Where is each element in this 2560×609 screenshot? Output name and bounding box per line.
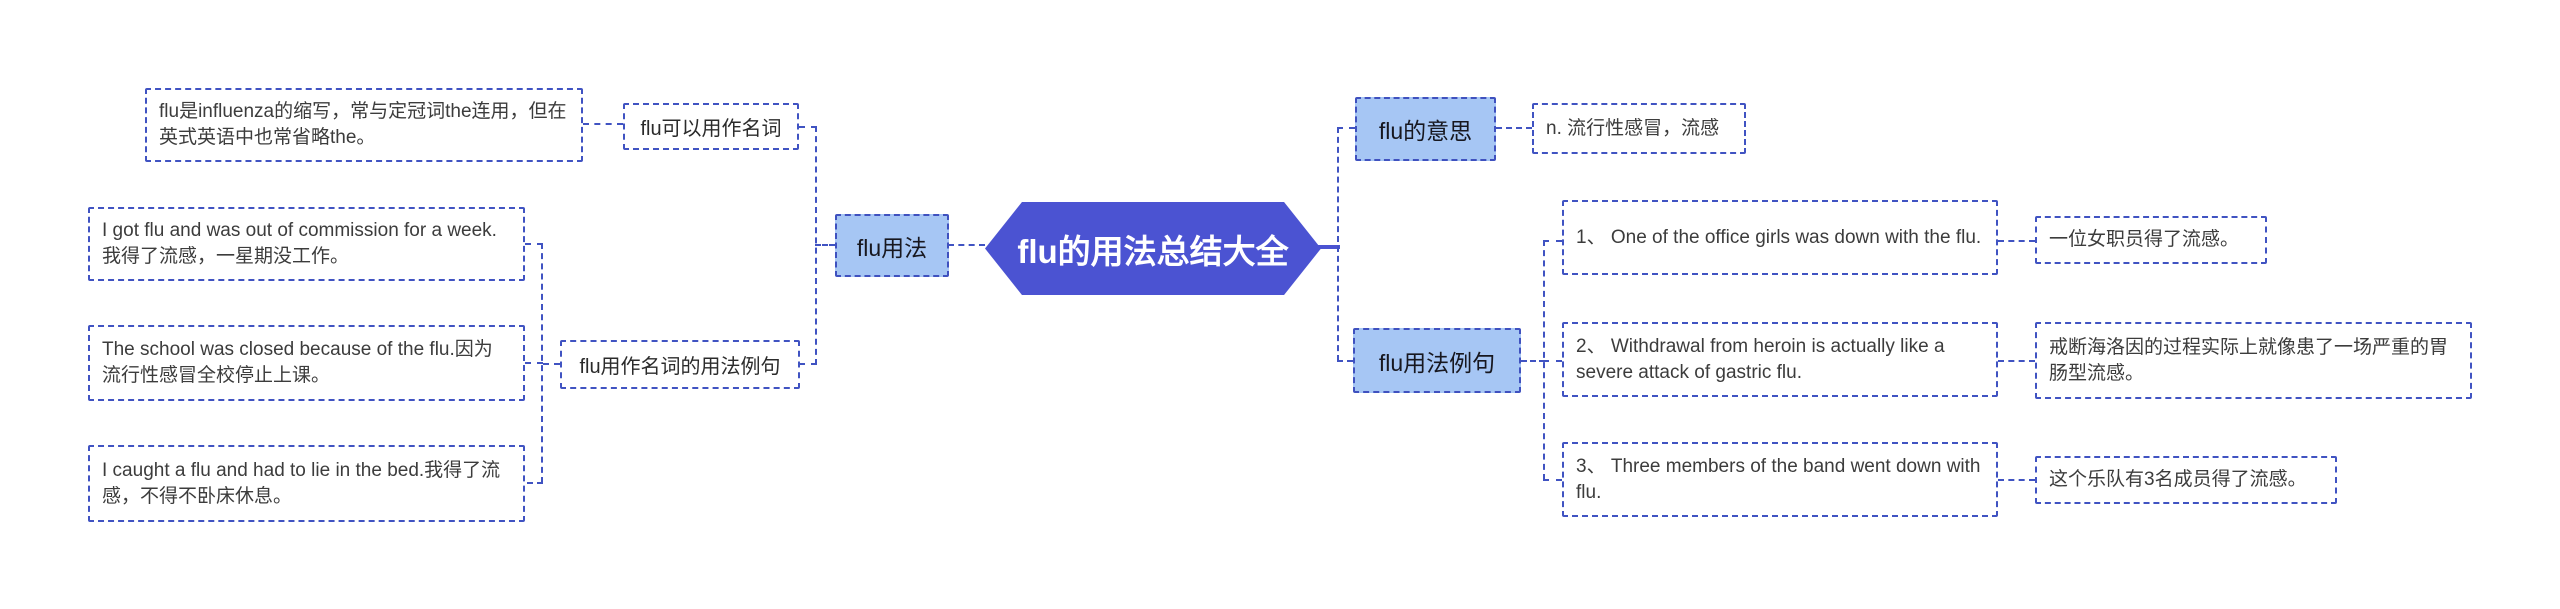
example-left-2[interactable]: The school was closed because of the flu…	[88, 325, 525, 401]
node-noun-usage-examples[interactable]: flu用作名词的用法例句	[560, 340, 800, 389]
connector-examplesnode-stub-right	[799, 363, 817, 365]
node-flu-usage-examples[interactable]: flu用法例句	[1353, 328, 1521, 393]
connector-to-example-right-3	[1543, 479, 1562, 481]
connector-to-example-left-3	[527, 482, 543, 484]
node-flu-as-noun[interactable]: flu可以用作名词	[623, 103, 799, 150]
connector-note-to-noun	[583, 123, 623, 125]
connector-usage-examples-stub	[1521, 360, 1545, 362]
connector-ex3-to-translation	[1998, 479, 2035, 481]
note-flu-abbreviation[interactable]: flu是influenza的缩写，常与定冠词the连用，但在英式英语中也常省略t…	[145, 88, 583, 162]
connector-examplesnode-stub-left	[543, 363, 560, 365]
example-right-3-zh[interactable]: 这个乐队有3名成员得了流感。	[2035, 456, 2337, 504]
connector-ex1-to-translation	[1998, 240, 2035, 242]
connector-meaning-to-definition	[1496, 127, 1532, 129]
connector-noun-stub	[799, 126, 817, 128]
connector-to-example-right-1	[1543, 240, 1562, 242]
connector-right-trunk	[1337, 127, 1339, 361]
connector-topic-to-root-left	[948, 244, 985, 246]
connector-to-example-left-2	[525, 362, 543, 364]
definition-box[interactable]: n. 流行性感冒，流感	[1532, 103, 1746, 154]
example-right-2-en[interactable]: 2、 Withdrawal from heroin is actually li…	[1562, 322, 1998, 397]
node-flu-meaning[interactable]: flu的意思	[1355, 97, 1496, 161]
connector-to-meaning	[1337, 127, 1355, 129]
example-left-3[interactable]: I caught a flu and had to lie in the bed…	[88, 445, 525, 522]
connector-ex2-to-translation	[1998, 360, 2035, 362]
example-right-3-en[interactable]: 3、 Three members of the band went down w…	[1562, 442, 1998, 517]
connector-trunk-to-topic	[815, 244, 835, 246]
node-flu-usage[interactable]: flu用法	[835, 214, 949, 277]
connector-root-to-right-trunk	[1318, 245, 1340, 249]
example-right-1-en[interactable]: 1、 One of the office girls was down with…	[1562, 200, 1998, 275]
example-right-2-zh[interactable]: 戒断海洛因的过程实际上就像患了一场严重的胃肠型流感。	[2035, 322, 2472, 399]
connector-to-usage-examples	[1337, 360, 1353, 362]
connector-to-example-right-2	[1543, 360, 1562, 362]
root-node[interactable]: flu的用法总结大全	[985, 202, 1321, 295]
connector-to-example-left-1	[525, 243, 543, 245]
example-left-1[interactable]: I got flu and was out of commission for …	[88, 207, 525, 281]
example-right-1-zh[interactable]: 一位女职员得了流感。	[2035, 216, 2267, 264]
